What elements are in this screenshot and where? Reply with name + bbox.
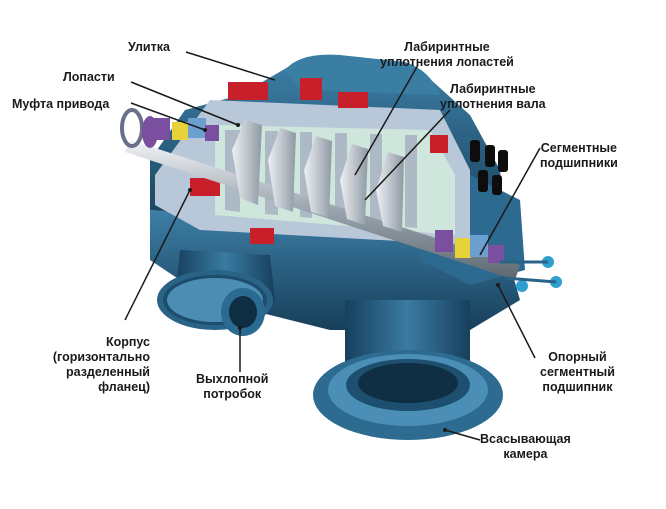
leader-lines	[124, 51, 541, 441]
label-shaft-labyrinth-seals: Лабиринтные уплотнения вала	[440, 82, 546, 111]
suction-flange	[313, 350, 503, 440]
right-bearing-assembly	[435, 230, 504, 263]
label-blade-labyrinth-seals: Лабиринтные уплотнения лопастей	[380, 40, 514, 69]
left-bearing-assembly	[150, 118, 219, 141]
label-blades: Лопасти	[63, 70, 115, 84]
impellers	[232, 120, 404, 232]
exhaust-flange	[167, 278, 265, 336]
label-casing: Корпус (горизонтально разделенный фланец…	[52, 335, 150, 394]
oil-connectors	[500, 256, 562, 292]
label-thrust-bearing: Опорный сегментный подшипник	[540, 350, 615, 394]
leader-dots	[188, 123, 500, 432]
label-segment-bearings: Сегментные подшипники	[540, 141, 618, 170]
label-volute: Улитка	[128, 40, 170, 54]
drive-coupling	[120, 108, 158, 148]
instrument-fittings	[470, 140, 508, 195]
label-drive-coupling: Муфта привода	[12, 97, 110, 111]
label-exhaust-nozzle: Выхлопной потробок	[196, 372, 269, 401]
labyrinth-seals-red	[190, 78, 448, 244]
label-suction-chamber: Всасывающая камера	[480, 432, 571, 461]
